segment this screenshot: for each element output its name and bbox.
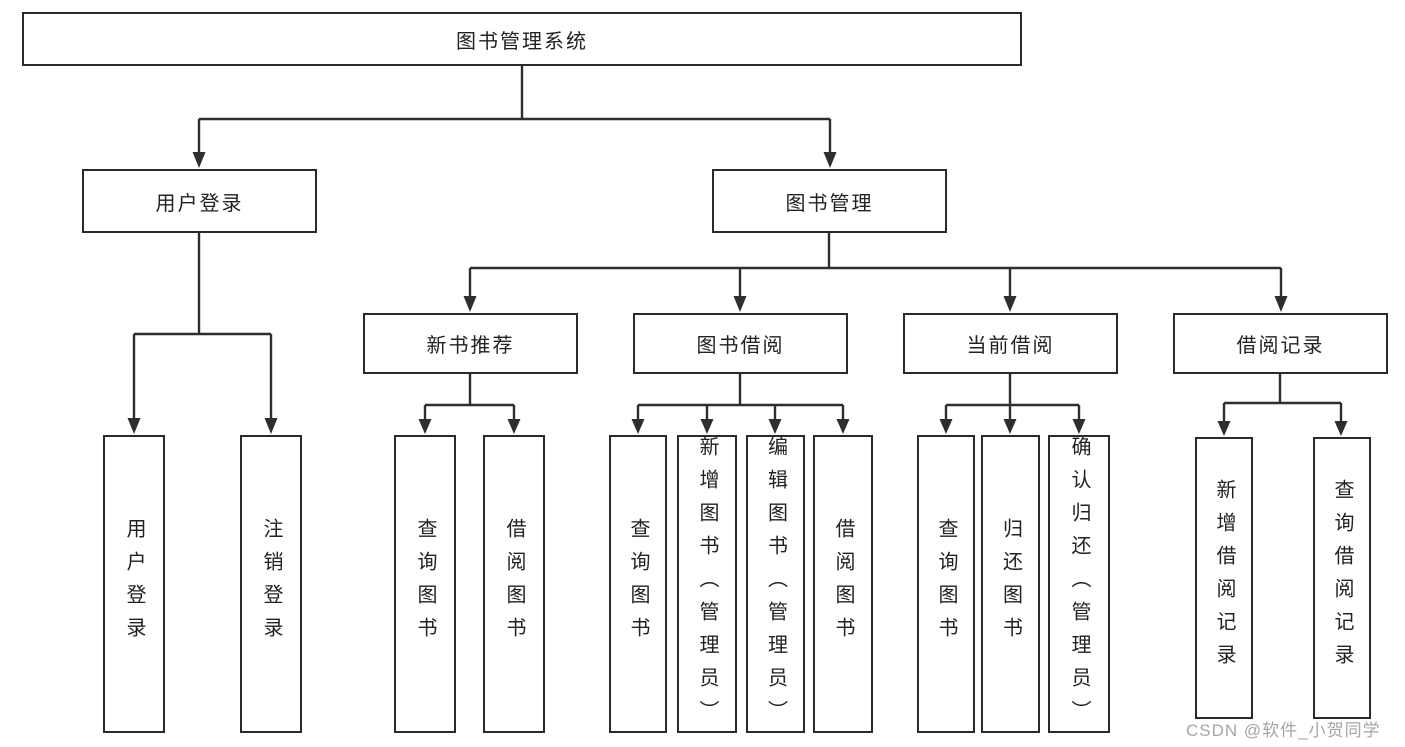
leaf-borrow-books: 借阅图书 xyxy=(813,435,873,733)
node-label: 编辑图书（管理员） xyxy=(764,435,787,733)
node-label: 借阅图书 xyxy=(503,518,525,650)
leaf-user-login: 用户登录 xyxy=(103,435,165,733)
node-label: 查询图书 xyxy=(627,518,649,650)
node-borrowing-records: 借阅记录 xyxy=(1173,313,1388,374)
leaf-edit-books-admin: 编辑图书（管理员） xyxy=(746,435,805,733)
node-label: 借阅图书 xyxy=(832,518,854,650)
node-label: 查询图书 xyxy=(935,518,957,650)
node-label: 查询借阅记录 xyxy=(1331,479,1353,677)
node-label: 确认归还（管理员） xyxy=(1068,435,1090,733)
node-label: 图书借阅 xyxy=(696,335,785,357)
node-book-borrowing: 图书借阅 xyxy=(633,313,848,374)
node-label: 新书推荐 xyxy=(426,335,515,357)
node-label: 新增图书（管理员） xyxy=(696,435,718,733)
leaf-logout: 注销登录 xyxy=(240,435,302,733)
node-label: 归还图书 xyxy=(999,518,1022,650)
node-book-management: 图书管理 xyxy=(712,169,947,233)
leaf-confirm-return-admin: 确认归还（管理员） xyxy=(1048,435,1110,733)
leaf-borrow-books-recommend: 借阅图书 xyxy=(483,435,545,733)
node-library-management-system: 图书管理系统 xyxy=(22,12,1022,66)
node-label: 用户登录 xyxy=(155,192,244,215)
node-label: 查询图书 xyxy=(414,518,436,650)
node-user-login: 用户登录 xyxy=(82,169,317,233)
csdn-watermark: CSDN @软件_小贺同学 xyxy=(1186,721,1381,740)
leaf-add-books-admin: 新增图书（管理员） xyxy=(677,435,737,733)
leaf-query-books-recommend: 查询图书 xyxy=(394,435,456,733)
leaf-add-borrow-record: 新增借阅记录 xyxy=(1195,437,1253,719)
node-label: 图书管理 xyxy=(785,192,874,215)
leaf-query-books-borrow: 查询图书 xyxy=(609,435,667,733)
leaf-query-borrow-record: 查询借阅记录 xyxy=(1313,437,1371,719)
node-new-book-recommendation: 新书推荐 xyxy=(363,313,578,374)
leaf-return-books: 归还图书 xyxy=(981,435,1040,733)
node-label: 注销登录 xyxy=(260,518,282,650)
node-label: 用户登录 xyxy=(123,518,145,650)
node-label: 新增借阅记录 xyxy=(1213,479,1235,677)
node-label: 借阅记录 xyxy=(1236,335,1325,357)
leaf-query-books-current: 查询图书 xyxy=(917,435,975,733)
node-label: 当前借阅 xyxy=(966,335,1055,357)
node-current-borrowing: 当前借阅 xyxy=(903,313,1118,374)
node-label: 图书管理系统 xyxy=(456,30,588,53)
